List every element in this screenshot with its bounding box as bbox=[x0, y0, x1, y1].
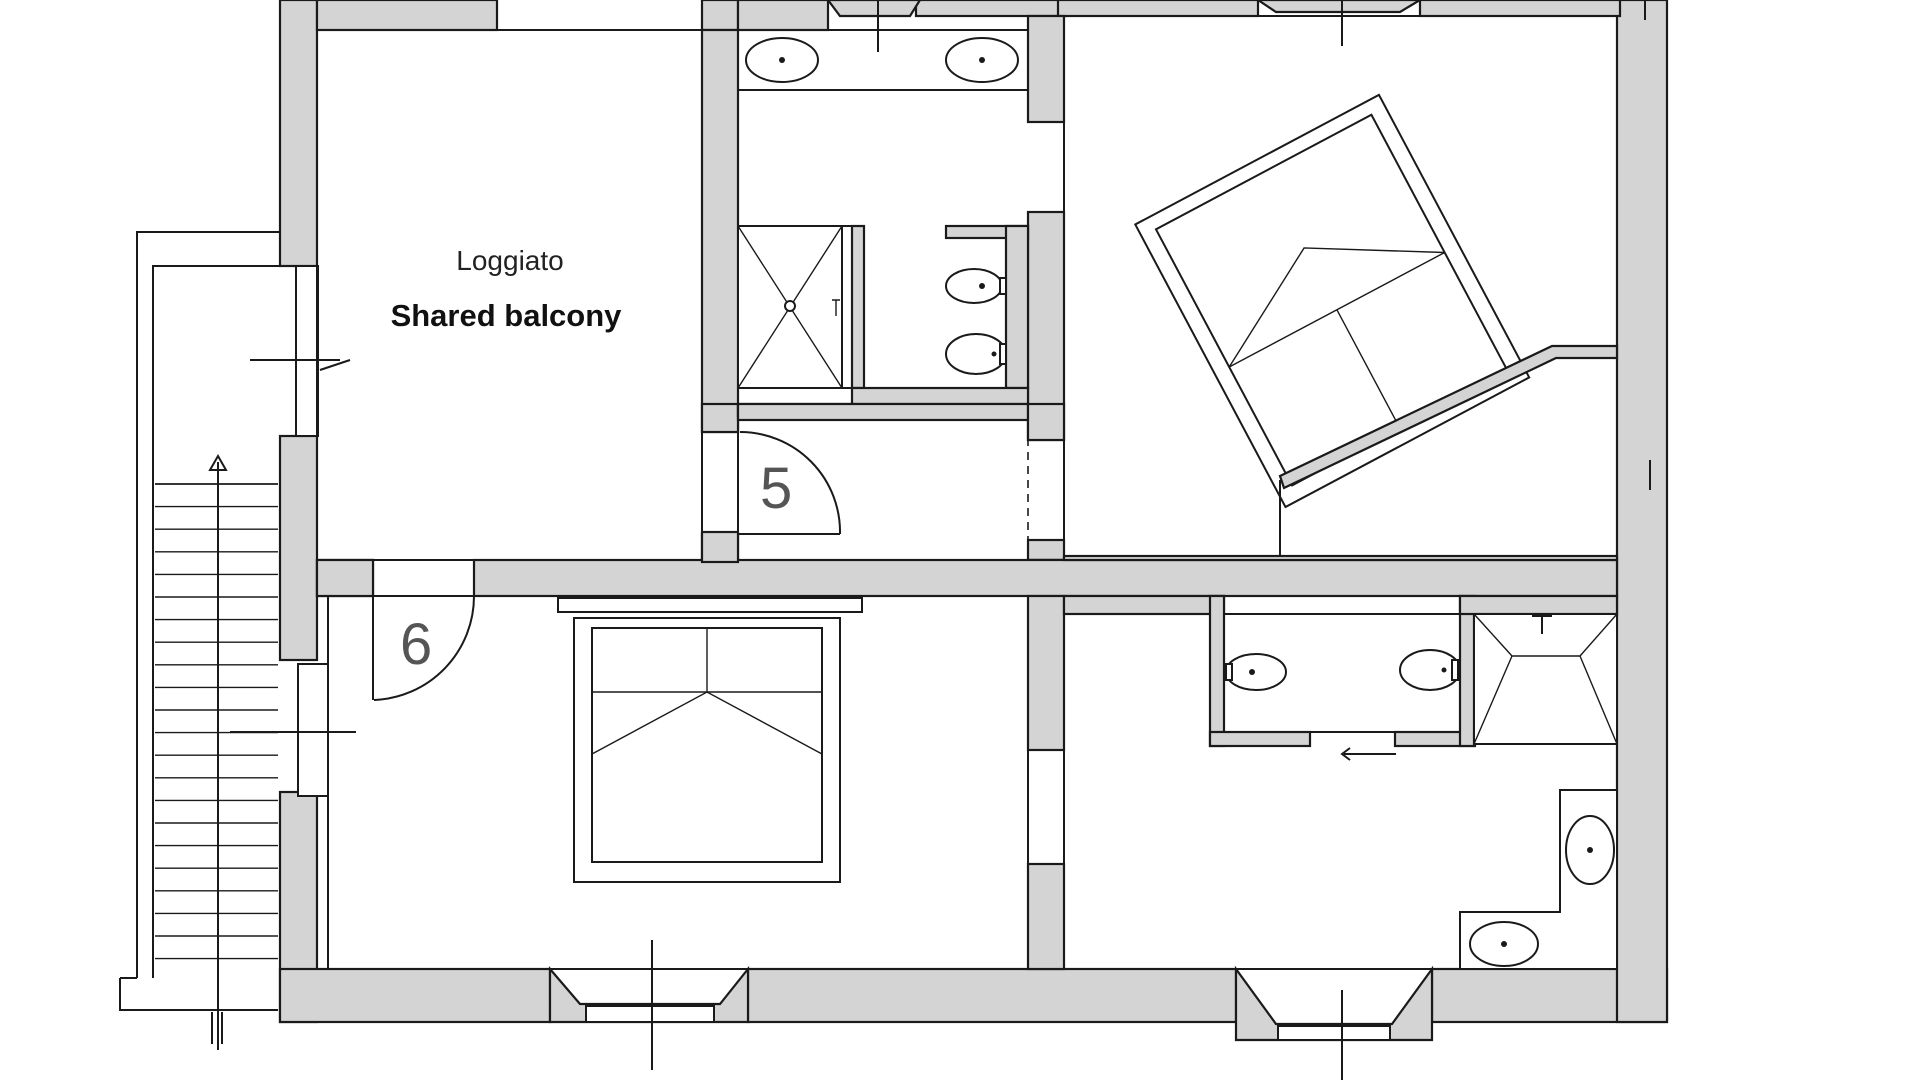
lower-right-bedroom bbox=[1063, 595, 1618, 1080]
external-staircase bbox=[119, 231, 280, 1050]
room-5: 5 bbox=[700, 402, 1066, 564]
lower-left-bedroom bbox=[230, 595, 1029, 1070]
room-number-6: 6 bbox=[400, 612, 432, 677]
interior-walls bbox=[295, 14, 1619, 971]
room-6-door: 6 bbox=[315, 558, 475, 701]
exterior-walls bbox=[278, 0, 1669, 1042]
balcony-label-it: Loggiato bbox=[456, 245, 563, 276]
upper-bathroom bbox=[737, 29, 1030, 406]
room-number-5: 5 bbox=[760, 456, 792, 521]
upper-right-bedroom bbox=[877, 0, 1619, 561]
shared-balcony: Loggiato Shared balcony bbox=[250, 29, 703, 561]
balcony-label-en: Shared balcony bbox=[391, 298, 623, 333]
